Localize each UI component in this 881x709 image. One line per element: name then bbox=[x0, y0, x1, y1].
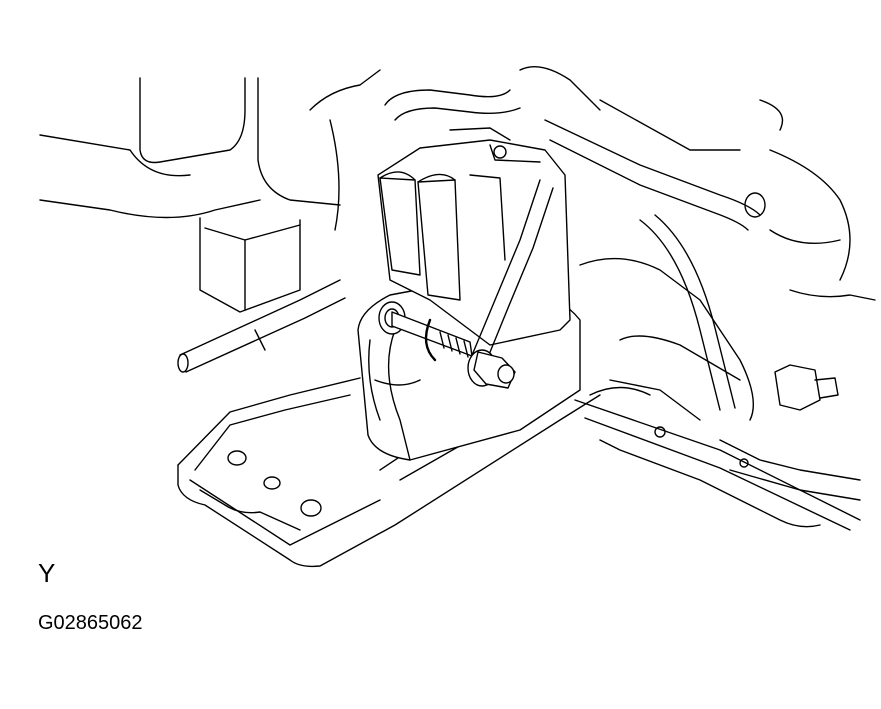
through-bolt bbox=[378, 301, 516, 389]
figure-code: G02865062 bbox=[38, 612, 143, 634]
hoses bbox=[384, 66, 876, 301]
left-tube bbox=[177, 279, 346, 373]
bracket-rib bbox=[469, 179, 554, 363]
transmission-housing bbox=[579, 257, 861, 501]
oil-pan bbox=[574, 386, 861, 531]
upper-body-outline bbox=[39, 69, 381, 313]
view-label: Y bbox=[38, 558, 56, 588]
sensor-connector bbox=[774, 364, 839, 411]
right-tube bbox=[639, 214, 736, 411]
insulator-block bbox=[377, 127, 571, 346]
